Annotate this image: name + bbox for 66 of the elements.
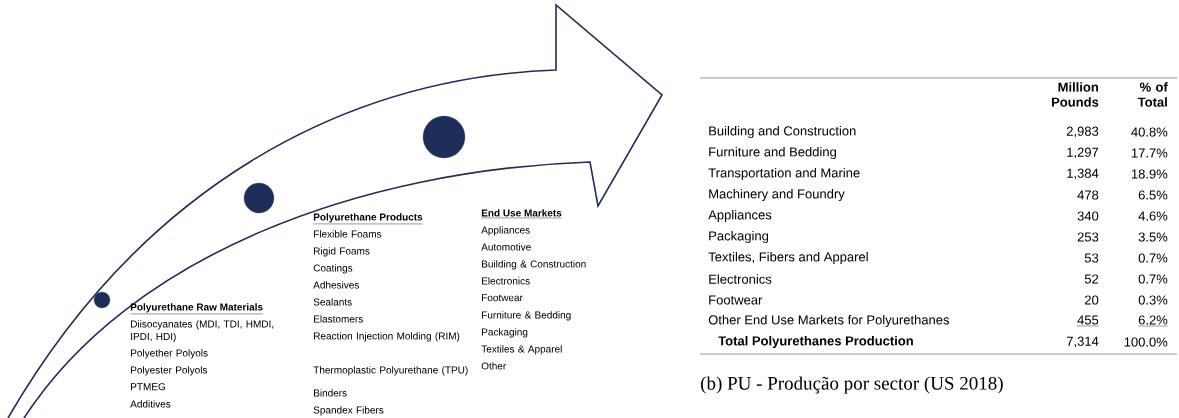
table-cell: Machinery and Foundry	[709, 188, 845, 202]
table-cell: Appliances	[708, 209, 772, 223]
table-cell: 17.7%	[1131, 148, 1168, 158]
stage-circle	[93, 291, 111, 309]
table-cell: Building and Construction	[709, 125, 856, 139]
list-item: Adhesives	[313, 281, 359, 289]
table-cell: Electronics	[709, 274, 772, 284]
table-cell: 340	[1077, 211, 1099, 221]
list-item: Building & Construction	[482, 260, 586, 270]
table-cell: Transportation and Marine	[708, 167, 860, 181]
caption: (b) PU - Produção por sector (US 2018)	[701, 376, 1003, 394]
table-cell: Total Polyurethanes Production	[718, 335, 913, 349]
table-cell: 253	[1077, 232, 1099, 242]
column-header: % of Total	[1137, 82, 1168, 107]
list-item: Polyether Polyols	[131, 349, 208, 359]
table-cell: 18.9%	[1131, 169, 1168, 179]
list-item: PTMEG	[131, 383, 166, 391]
table-cell: 3.5%	[1138, 232, 1168, 242]
list-item: Sealants	[313, 298, 352, 306]
list-item: Coatings	[313, 264, 353, 274]
list-item: Flexible Foams	[314, 230, 382, 238]
list-heading: End Use Markets	[481, 209, 562, 219]
table-cell: 4.6%	[1138, 211, 1168, 221]
list-item: Textiles & Apparel	[481, 345, 562, 355]
list-item: Diisocyanates (MDI, TDI, HMDI, IPDI, HDI)	[131, 320, 274, 342]
list-heading: Polyurethane Raw Materials	[130, 303, 264, 315]
list-item: Packaging	[482, 328, 528, 338]
table-cell: 6.2%	[1137, 315, 1168, 327]
table-cell: 455	[1076, 315, 1099, 327]
table-cell: Textiles, Fibers and Apparel	[708, 251, 868, 265]
table-cell: 478	[1077, 190, 1099, 200]
list-item: Furniture & Bedding	[482, 311, 571, 321]
table-cell: 7,314	[1066, 336, 1099, 348]
column-header: Million Pounds	[1052, 82, 1099, 107]
table-cell: Other End Use Markets for Polyurethanes	[708, 314, 950, 328]
list-item: Elastomers	[314, 315, 363, 323]
list-item: Rigid Foams	[314, 247, 370, 257]
list-item: Thermoplastic Polyurethane (TPU)	[313, 366, 468, 376]
table-cell: Packaging	[709, 230, 769, 244]
table-cell: 0.3%	[1138, 295, 1168, 305]
table-cell: 52	[1084, 274, 1099, 284]
table-cell: 0.7%	[1138, 274, 1168, 284]
table-cell: Footwear	[709, 295, 763, 305]
table-cell: 20	[1085, 295, 1099, 305]
list-item: Binders	[314, 389, 347, 397]
table-cell: 1,297	[1067, 147, 1099, 159]
table-cell: 40.8%	[1131, 127, 1168, 137]
table-cell: 2,983	[1066, 126, 1099, 138]
table-cell: 100.0%	[1124, 337, 1168, 347]
table-cell: Furniture and Bedding	[709, 146, 836, 160]
list-item: Automotive	[481, 243, 531, 251]
list-item: Spandex Fibers	[313, 406, 384, 416]
table-cell: 53	[1084, 253, 1099, 263]
list-item: Appliances	[481, 226, 530, 236]
list-item: Reaction Injection Molding (RIM)	[314, 332, 460, 342]
list-heading: Polyurethane Products	[313, 213, 423, 225]
list-item: Other	[481, 362, 507, 370]
stage-circle	[243, 182, 275, 214]
stage-circle	[422, 115, 466, 159]
list-item: Footwear	[482, 294, 523, 302]
list-item: Polyester Polyols	[131, 366, 208, 376]
table-cell: 0.7%	[1138, 253, 1168, 263]
table-cell: 6.5%	[1138, 190, 1168, 200]
list-item: Additives	[130, 400, 171, 408]
table-cell: 1,384	[1067, 168, 1099, 180]
list-item: Electronics	[482, 277, 530, 285]
